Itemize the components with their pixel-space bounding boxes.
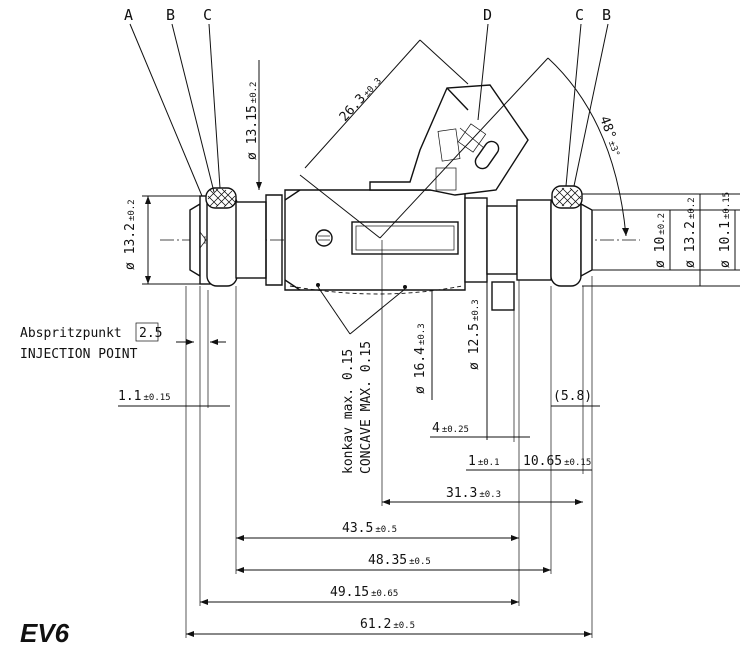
svg-text:61.2±0.5: 61.2±0.5 (360, 617, 415, 632)
callout-b-left: B (166, 6, 175, 24)
injector-body (284, 189, 466, 295)
dim-5-8: (5.8) (551, 389, 600, 407)
dim-12-5: ø 12.5±0.3 (467, 282, 488, 440)
callout-a: A (124, 6, 133, 24)
callout-b-right: B (602, 6, 611, 24)
svg-text:ø 13.2±0.2: ø 13.2±0.2 (683, 197, 698, 268)
svg-text:31.3±0.3: 31.3±0.3 (446, 486, 501, 501)
dim-13-15: ø 13.15±0.2 (245, 60, 262, 190)
svg-text:48°±3°: 48°±3° (596, 114, 624, 158)
dim-right-group: ø 10±0.2 ø 13.2±0.2 ø 10.1±0.15 (582, 192, 740, 287)
inlet-end (464, 193, 593, 287)
dim-angle-48: 48°±3° (379, 57, 629, 239)
injection-value: 2.5 (139, 326, 162, 341)
dim-49-15: 49.15±0.65 (200, 585, 519, 605)
dim-4: 4±0.25 (430, 421, 530, 438)
model-label: EV6 (20, 618, 70, 648)
dim-10-65: 10.65±0.15 (519, 454, 592, 471)
callouts: A B C D C B (124, 6, 611, 197)
concave-note: konkav max. 0.15 CONCAVE MAX. 0.15 (317, 286, 406, 474)
dim-1-1: 1.1±0.15 (118, 389, 230, 407)
svg-text:4±0.25: 4±0.25 (432, 421, 469, 436)
mounting-clip (491, 281, 515, 311)
dim-1: 1±0.1 (466, 454, 519, 471)
svg-text:ø 12.5±0.3: ø 12.5±0.3 (467, 299, 482, 370)
svg-text:ø 13.2±0.2: ø 13.2±0.2 (123, 199, 138, 270)
svg-text:1±0.1: 1±0.1 (468, 454, 500, 469)
svg-text:43.5±0.5: 43.5±0.5 (342, 521, 397, 536)
svg-text:ø 10.1±0.15: ø 10.1±0.15 (718, 192, 733, 268)
dim-48-35: 48.35±0.5 (236, 553, 551, 573)
svg-text:(5.8): (5.8) (553, 389, 592, 404)
svg-text:ø 10±0.2: ø 10±0.2 (653, 213, 668, 268)
o-ring-left (205, 187, 237, 209)
injection-label-en: INJECTION POINT (20, 347, 138, 362)
callout-c-left: C (203, 6, 212, 24)
svg-text:10.65±0.15: 10.65±0.15 (523, 454, 591, 469)
injection-point-note: Abspritzpunkt 2.5 INJECTION POINT (20, 322, 226, 362)
svg-text:26.3±0.3: 26.3±0.3 (337, 74, 385, 125)
extension-lines (185, 240, 593, 638)
callout-d: D (483, 6, 492, 24)
svg-text:48.35±0.5: 48.35±0.5 (368, 553, 431, 568)
o-ring-right (551, 185, 583, 209)
injection-label-de: Abspritzpunkt (20, 326, 122, 341)
svg-text:ø 16.4±0.3: ø 16.4±0.3 (413, 323, 428, 394)
connector-housing (369, 84, 529, 196)
svg-text:49.15±0.65: 49.15±0.65 (330, 585, 398, 600)
dim-16-4: ø 16.4±0.3 (413, 290, 433, 400)
svg-text:ø 13.15±0.2: ø 13.15±0.2 (245, 82, 260, 160)
dim-left-13-2: ø 13.2±0.2 (123, 195, 200, 285)
callout-c-right: C (575, 6, 584, 24)
concave-label-en: CONCAVE MAX. 0.15 (359, 341, 374, 474)
dim-43-5: 43.5±0.5 (236, 521, 519, 541)
svg-text:1.1±0.15: 1.1±0.15 (118, 389, 171, 404)
outlet-end (189, 193, 283, 287)
concave-label-de: konkav max. 0.15 (341, 349, 356, 474)
dim-61-2: 61.2±0.5 (186, 617, 592, 637)
dim-31-3: 31.3±0.3 (382, 486, 583, 505)
